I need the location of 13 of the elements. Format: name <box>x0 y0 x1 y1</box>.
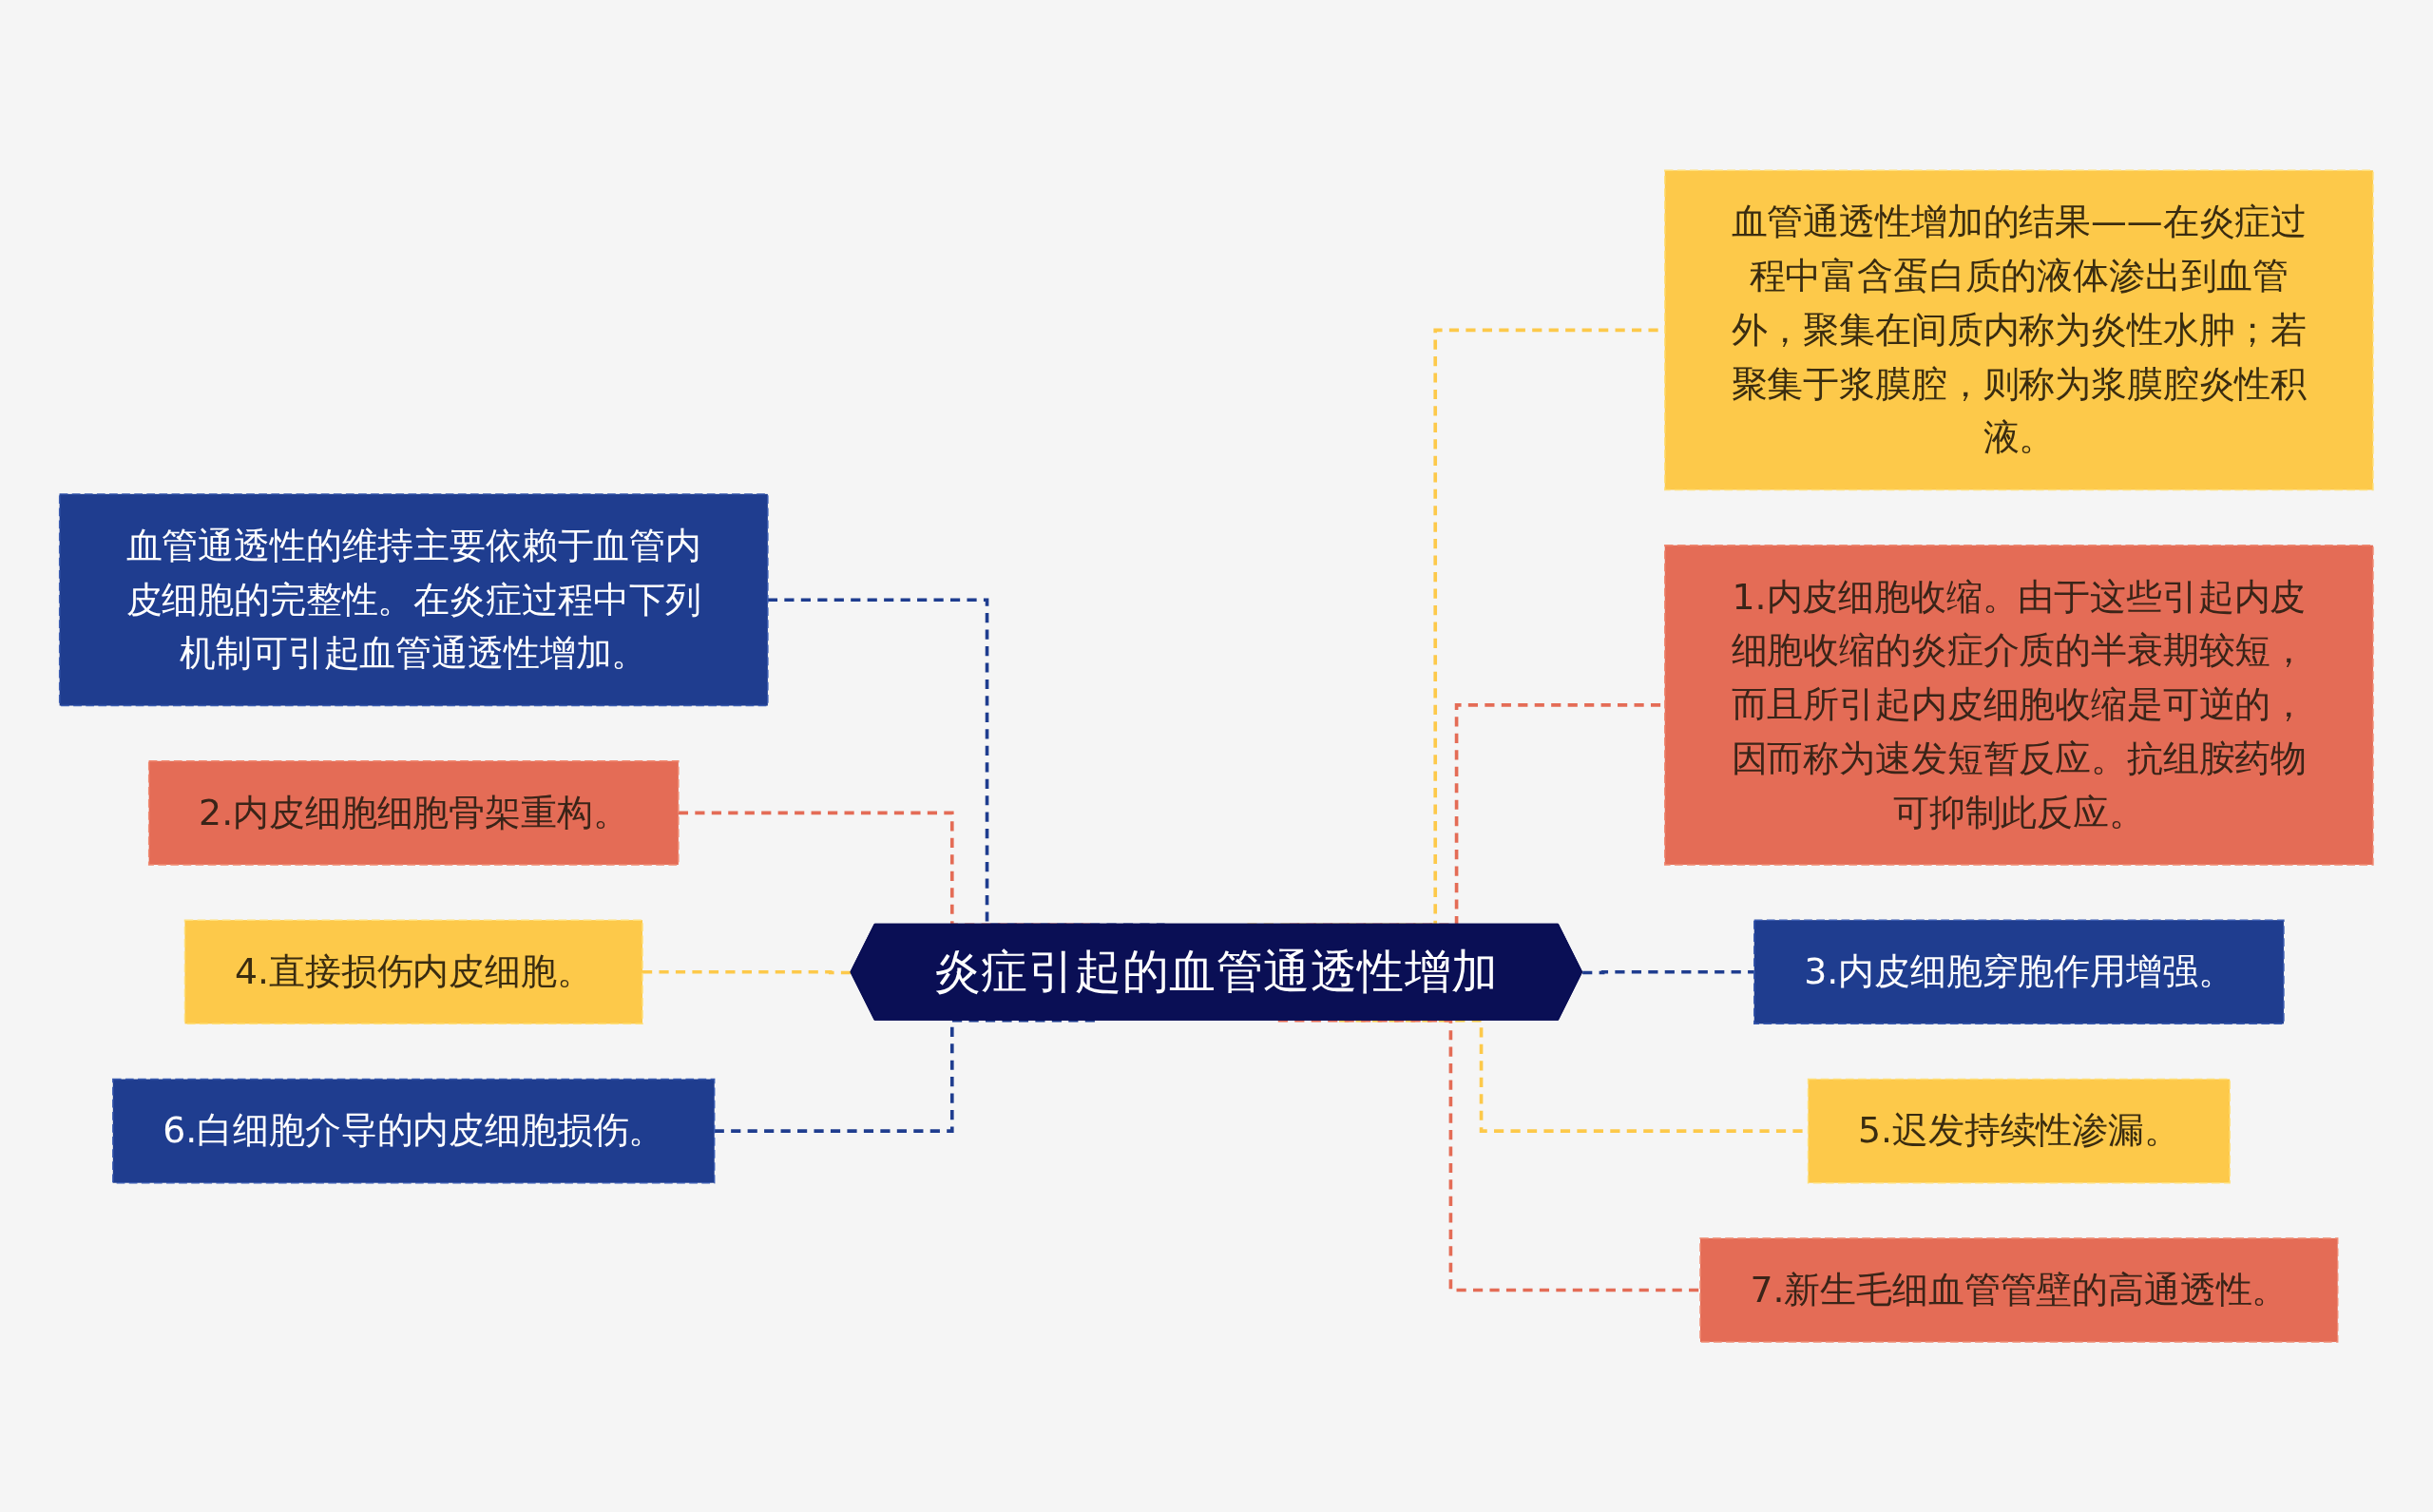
connector <box>714 1018 1096 1133</box>
node-box: 7.新生毛细血管管壁的高通透性。 <box>1699 1237 2339 1343</box>
node-box: 血管通透性增加的结果——在炎症过程中富含蛋白质的液体渗出到血管外，聚集在间质内称为炎性水肿；若聚集于浆膜腔，则称为浆膜腔炎性积液。 <box>1664 169 2374 491</box>
node-box: 6.白细胞介导的内皮细胞损伤。 <box>112 1078 716 1184</box>
node-box: 2.内皮细胞细胞骨架重构。 <box>148 759 680 866</box>
node-box: 血管通透性的维持主要依赖于血管内皮细胞的完整性。在炎症过程中下列机制可引起血管通透性增加。 <box>59 492 769 707</box>
node-box: 4.直接损伤内皮细胞。 <box>184 919 643 1024</box>
node-box: 1.内皮细胞收缩。由于这些引起内皮细胞收缩的炎症介质的半衰期较短，而且所引起内皮细胞收缩是可逆的，因而称为速发短暂反应。抗组胺药物可抑制此反应。 <box>1664 544 2374 866</box>
connector <box>1582 969 1754 975</box>
node-box: 3.内皮细胞穿胞作用增强。 <box>1753 919 2285 1024</box>
connector <box>1277 1018 1701 1292</box>
connector <box>642 969 853 975</box>
node-box: 5.迟发持续性渗漏。 <box>1808 1078 2232 1184</box>
